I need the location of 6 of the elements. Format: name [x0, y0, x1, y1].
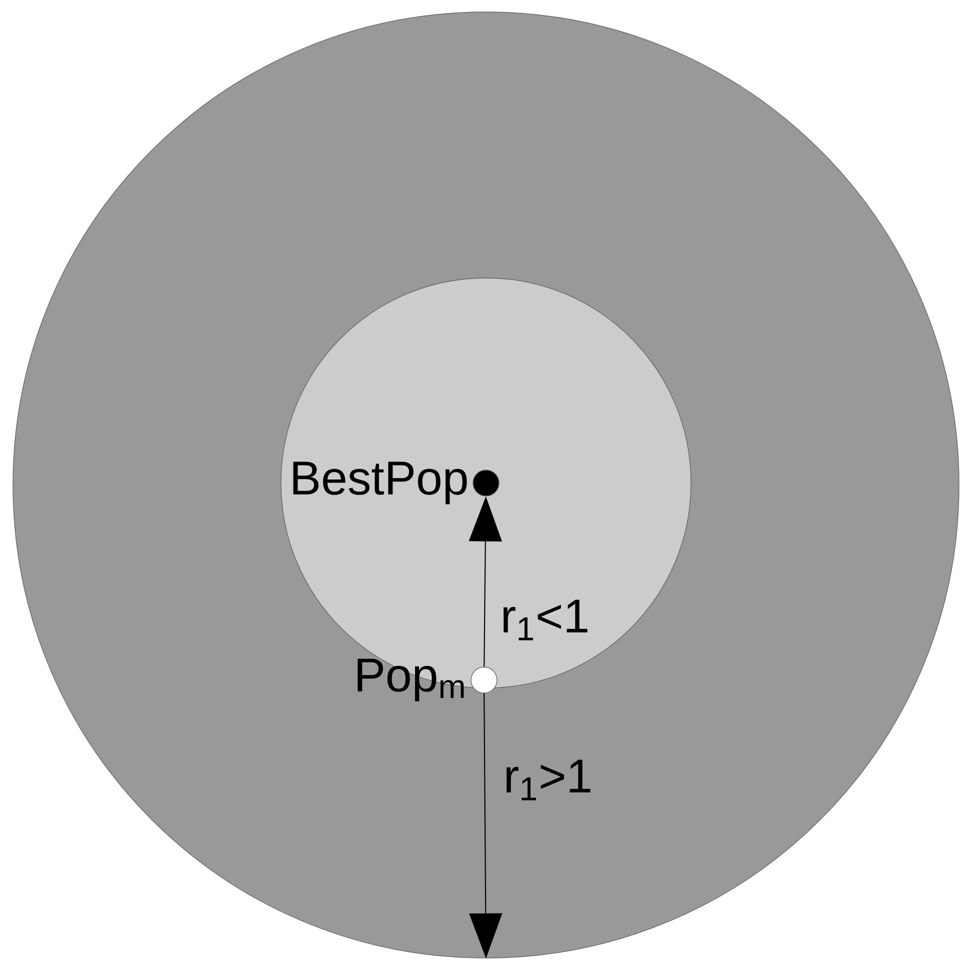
node-label: Pop$_{m}$ [358, 658, 464, 702]
edge-label: r$_{1}$<1 [504, 600, 588, 640]
labeled-point: Pop$_{m}$ [358, 658, 498, 702]
edge-label: r$_{1}$>1 [506, 760, 590, 800]
node-label: BestPop [293, 462, 467, 504]
labeled-point: BestPop [293, 462, 500, 504]
